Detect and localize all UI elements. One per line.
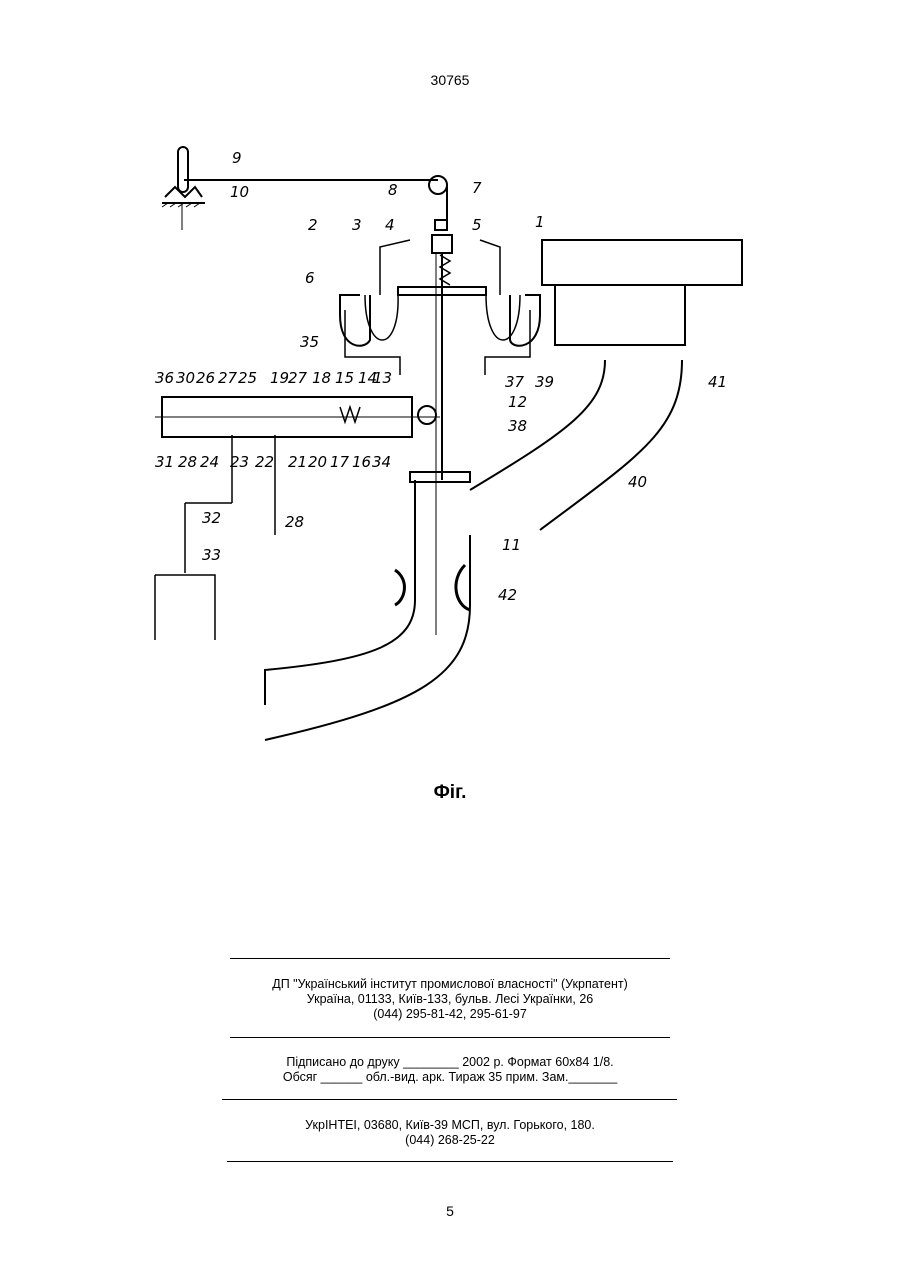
label-29: 28 bbox=[178, 453, 197, 471]
label-3: 3 bbox=[352, 216, 362, 234]
label-40: 40 bbox=[628, 473, 647, 491]
lever-9 bbox=[178, 147, 188, 192]
label-21: 21 bbox=[288, 453, 307, 471]
label-8: 8 bbox=[388, 181, 398, 199]
weight-33 bbox=[155, 575, 215, 640]
label-28: 28 bbox=[285, 513, 304, 531]
label-30: 30 bbox=[176, 369, 195, 387]
label-37: 37 bbox=[505, 373, 525, 391]
label-9: 9 bbox=[232, 149, 242, 167]
label-12: 12 bbox=[508, 393, 527, 411]
publisher-block: ДП "Український інститут промислової вла… bbox=[0, 977, 900, 1022]
label-1: 1 bbox=[535, 213, 545, 231]
label-20: 20 bbox=[308, 453, 327, 471]
printer-block: УкрІНТЕІ, 03680, Київ-39 МСП, вул. Горьк… bbox=[0, 1118, 900, 1148]
valve-11 bbox=[410, 472, 470, 482]
label-2: 2 bbox=[308, 216, 318, 234]
label-38: 38 bbox=[508, 417, 527, 435]
spring-housing-5 bbox=[432, 235, 452, 253]
print-date-format: Підписано до друку ________ 2002 р. Форм… bbox=[0, 1055, 900, 1070]
label-26: 26 bbox=[196, 369, 215, 387]
label-27a: 27 bbox=[218, 369, 238, 387]
label-41: 41 bbox=[708, 373, 727, 391]
label-19: 19 bbox=[270, 369, 289, 387]
label-25: 25 bbox=[238, 369, 257, 387]
label-17: 17 bbox=[330, 453, 350, 471]
label-39: 39 bbox=[535, 373, 554, 391]
label-34: 34 bbox=[372, 453, 391, 471]
patent-number: 30765 bbox=[0, 72, 900, 88]
label-16: 16 bbox=[352, 453, 371, 471]
label-15: 15 bbox=[335, 369, 354, 387]
hinge-base-10 bbox=[162, 187, 205, 203]
divider bbox=[230, 1037, 670, 1038]
divider bbox=[230, 958, 670, 959]
label-13: 13 bbox=[373, 369, 392, 387]
divider bbox=[222, 1099, 677, 1100]
figure-caption: Фіг. bbox=[0, 782, 900, 804]
label-42: 42 bbox=[498, 586, 517, 604]
label-7: 7 bbox=[472, 179, 482, 197]
publisher-phone: (044) 295-81-42, 295-61-97 bbox=[0, 1007, 900, 1022]
label-33: 33 bbox=[202, 546, 221, 564]
inlet-pipe-40 bbox=[470, 360, 682, 530]
pulley-8 bbox=[429, 176, 447, 194]
label-23: 23 bbox=[230, 453, 249, 471]
printer-phone: (044) 268-25-22 bbox=[0, 1133, 900, 1148]
label-4: 4 bbox=[385, 216, 395, 234]
label-18: 18 bbox=[312, 369, 331, 387]
print-info-block: Підписано до друку ________ 2002 р. Форм… bbox=[0, 1055, 900, 1085]
label-36: 36 bbox=[155, 369, 174, 387]
label-31: 31 bbox=[155, 453, 174, 471]
publisher-address: Україна, 01133, Київ-133, бульв. Лесі Ук… bbox=[0, 992, 900, 1007]
printer-address: УкрІНТЕІ, 03680, Київ-39 МСП, вул. Горьк… bbox=[0, 1118, 900, 1133]
label-22: 22 bbox=[255, 453, 274, 471]
label-5: 5 bbox=[472, 216, 482, 234]
label-35: 35 bbox=[300, 333, 319, 351]
divider bbox=[227, 1161, 673, 1162]
page-number: 5 bbox=[0, 1203, 900, 1219]
technical-drawing: 9 10 8 7 1 2 3 4 5 6 35 37 39 41 12 38 4… bbox=[140, 135, 760, 755]
label-6: 6 bbox=[305, 269, 315, 287]
label-32: 32 bbox=[202, 509, 221, 527]
pivot-12 bbox=[418, 406, 436, 424]
publisher-name: ДП "Український інститут промислової вла… bbox=[0, 977, 900, 992]
print-volume-run: Обсяг ______ обл.-вид. арк. Тираж 35 при… bbox=[0, 1070, 900, 1085]
air-filter-41 bbox=[542, 240, 742, 285]
label-24: 24 bbox=[200, 453, 219, 471]
label-11: 11 bbox=[502, 536, 521, 554]
label-10: 10 bbox=[230, 183, 249, 201]
label-27b: 27 bbox=[288, 369, 308, 387]
